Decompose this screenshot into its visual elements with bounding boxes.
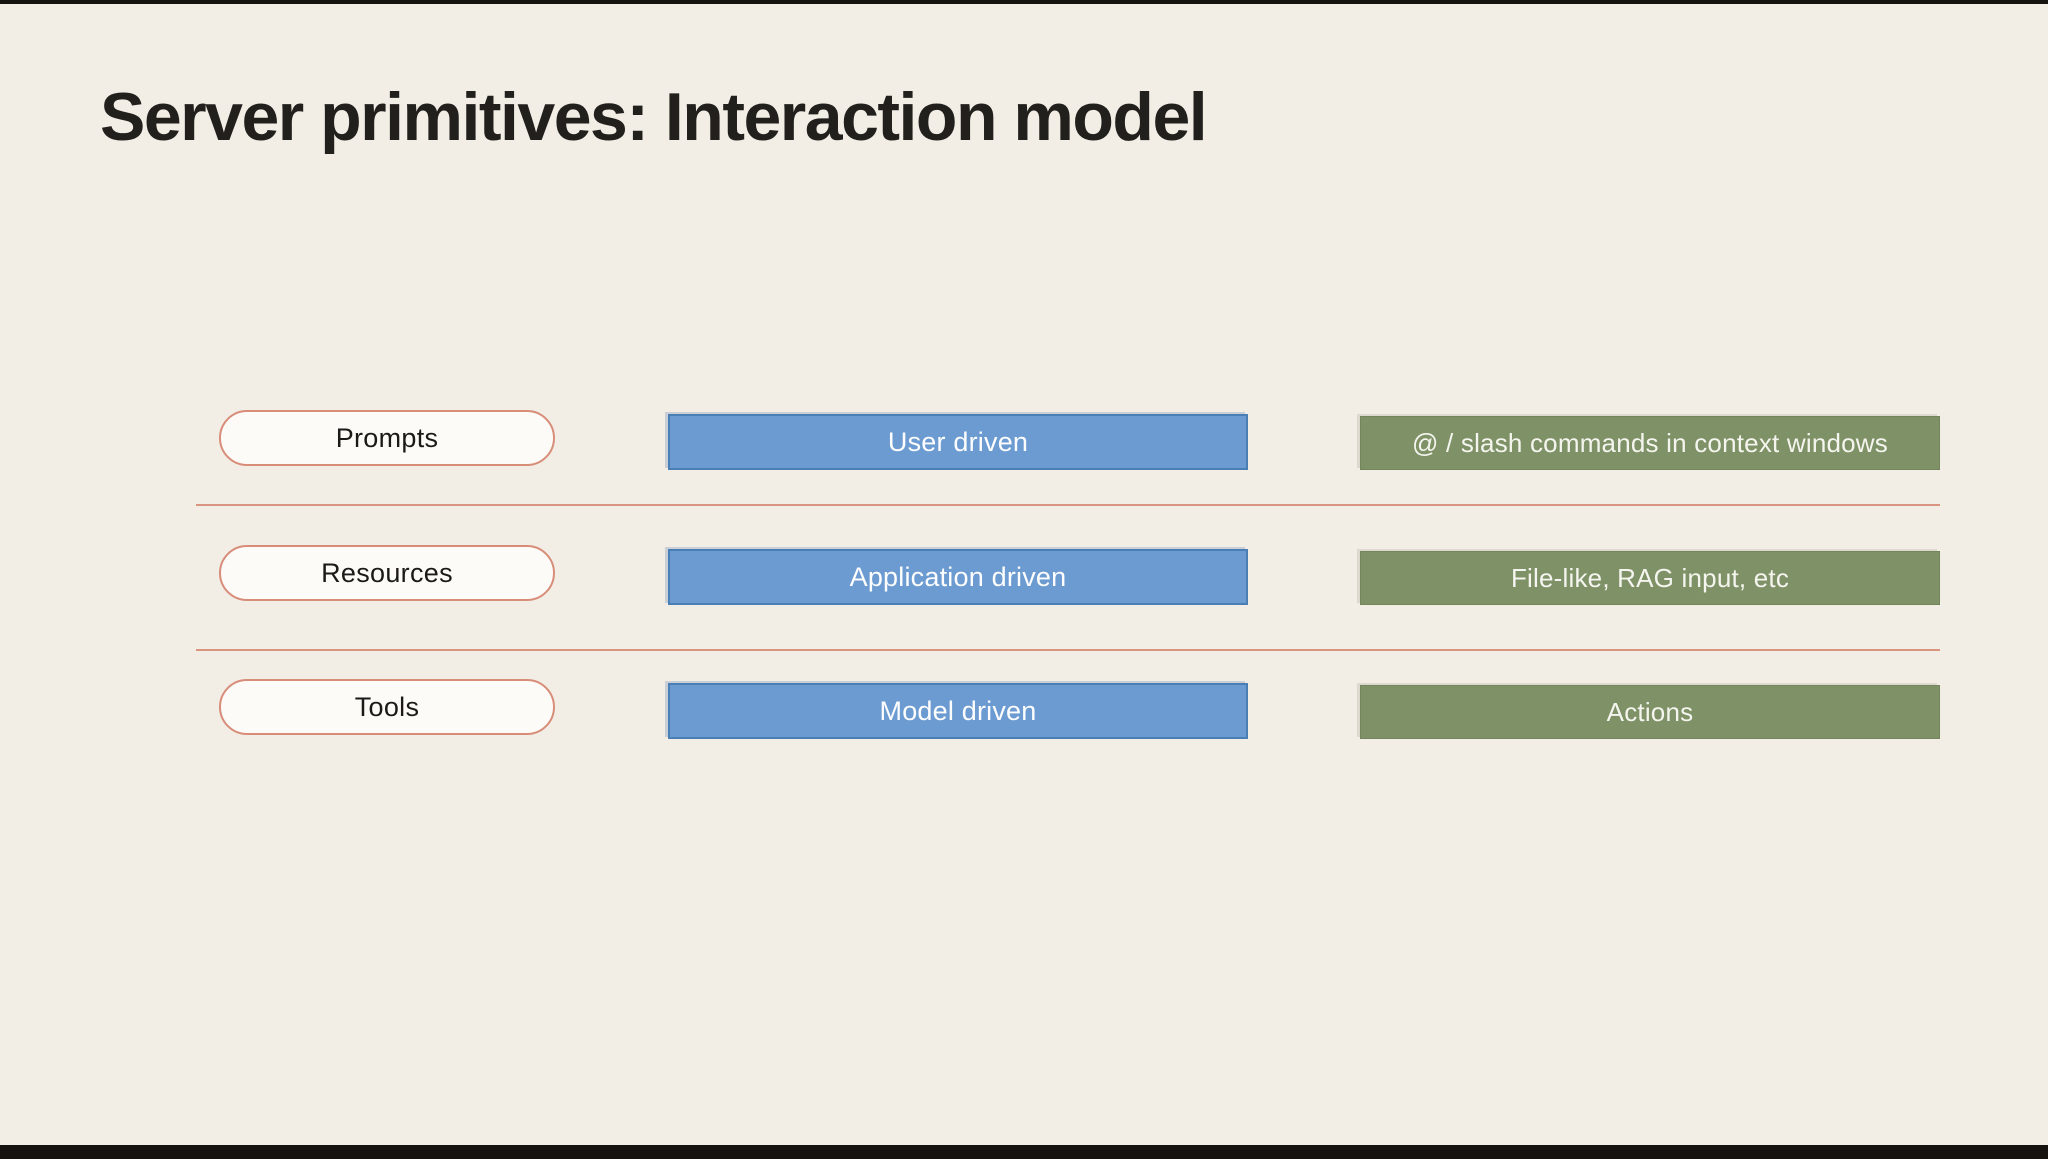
primitives-matrix: Prompts User driven @ / slash commands i… bbox=[0, 4, 2048, 1145]
example-label: File-like, RAG input, etc bbox=[1510, 562, 1790, 593]
primitive-label: Resources bbox=[321, 557, 453, 588]
example-label: Actions bbox=[1606, 696, 1694, 727]
primitive-pill-resources[interactable]: Resources bbox=[219, 545, 555, 601]
control-label: Model driven bbox=[879, 695, 1037, 726]
row-divider bbox=[196, 504, 1940, 506]
page-title: Server primitives: Interaction model bbox=[100, 79, 1208, 155]
control-box-model-driven[interactable]: Model driven bbox=[668, 683, 1248, 739]
control-label: Application driven bbox=[849, 561, 1067, 592]
letterbox-bottom-bar bbox=[0, 1145, 2048, 1159]
control-label: User driven bbox=[887, 426, 1029, 457]
primitive-pill-prompts[interactable]: Prompts bbox=[219, 410, 555, 466]
primitive-label: Tools bbox=[354, 691, 420, 722]
example-box-actions[interactable]: Actions bbox=[1360, 685, 1940, 739]
primitive-pill-tools[interactable]: Tools bbox=[219, 679, 555, 735]
control-box-user-driven[interactable]: User driven bbox=[668, 414, 1248, 470]
example-label: @ / slash commands in context windows bbox=[1412, 427, 1888, 458]
table-row: Prompts User driven @ / slash commands i… bbox=[0, 402, 2048, 522]
slide-canvas: Server primitives: Interaction model Pro… bbox=[0, 4, 2048, 1145]
table-row: Tools Model driven Actions bbox=[0, 671, 2048, 791]
example-box-file-like-rag[interactable]: File-like, RAG input, etc bbox=[1360, 551, 1940, 605]
row-divider bbox=[196, 649, 1940, 651]
primitive-label: Prompts bbox=[335, 422, 439, 453]
table-row: Resources Application driven File-like, … bbox=[0, 537, 2048, 657]
example-box-slash-commands[interactable]: @ / slash commands in context windows bbox=[1360, 416, 1940, 470]
control-box-application-driven[interactable]: Application driven bbox=[668, 549, 1248, 605]
letterbox-top-bar bbox=[0, 0, 2048, 4]
